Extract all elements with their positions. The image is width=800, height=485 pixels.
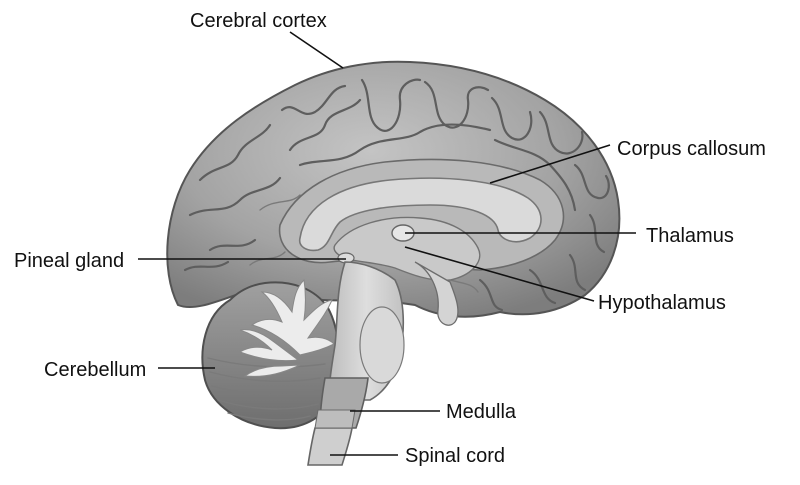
- cerebellum-folia: [207, 357, 326, 421]
- leader-hypothalamus: [404, 246, 595, 302]
- label-spinal-cord: Spinal cord: [405, 445, 505, 467]
- spinal-cord-band: [314, 409, 356, 429]
- hypothalamus-shape: [414, 261, 459, 326]
- label-cerebellum: Cerebellum: [44, 359, 146, 381]
- label-medulla: Medulla: [446, 401, 517, 423]
- leader-cerebral-cortex: [289, 31, 344, 69]
- pons-bulge: [359, 306, 405, 384]
- leader-lines: [138, 31, 636, 456]
- label-corpus-callosum: Corpus callosum: [617, 138, 766, 160]
- label-hypothalamus: Hypothalamus: [598, 292, 726, 314]
- arbor-vitae: [238, 278, 335, 377]
- label-cerebral-cortex: Cerebral cortex: [190, 10, 327, 32]
- leader-corpus-callosum: [489, 144, 611, 184]
- spinal-cord-shape: [307, 427, 353, 466]
- label-pineal-gland: Pineal gland: [14, 250, 124, 272]
- labels: Cerebral cortex Corpus callosum Thalamus…: [14, 10, 766, 467]
- cortex-gyri: [183, 78, 610, 312]
- label-thalamus: Thalamus: [646, 225, 734, 247]
